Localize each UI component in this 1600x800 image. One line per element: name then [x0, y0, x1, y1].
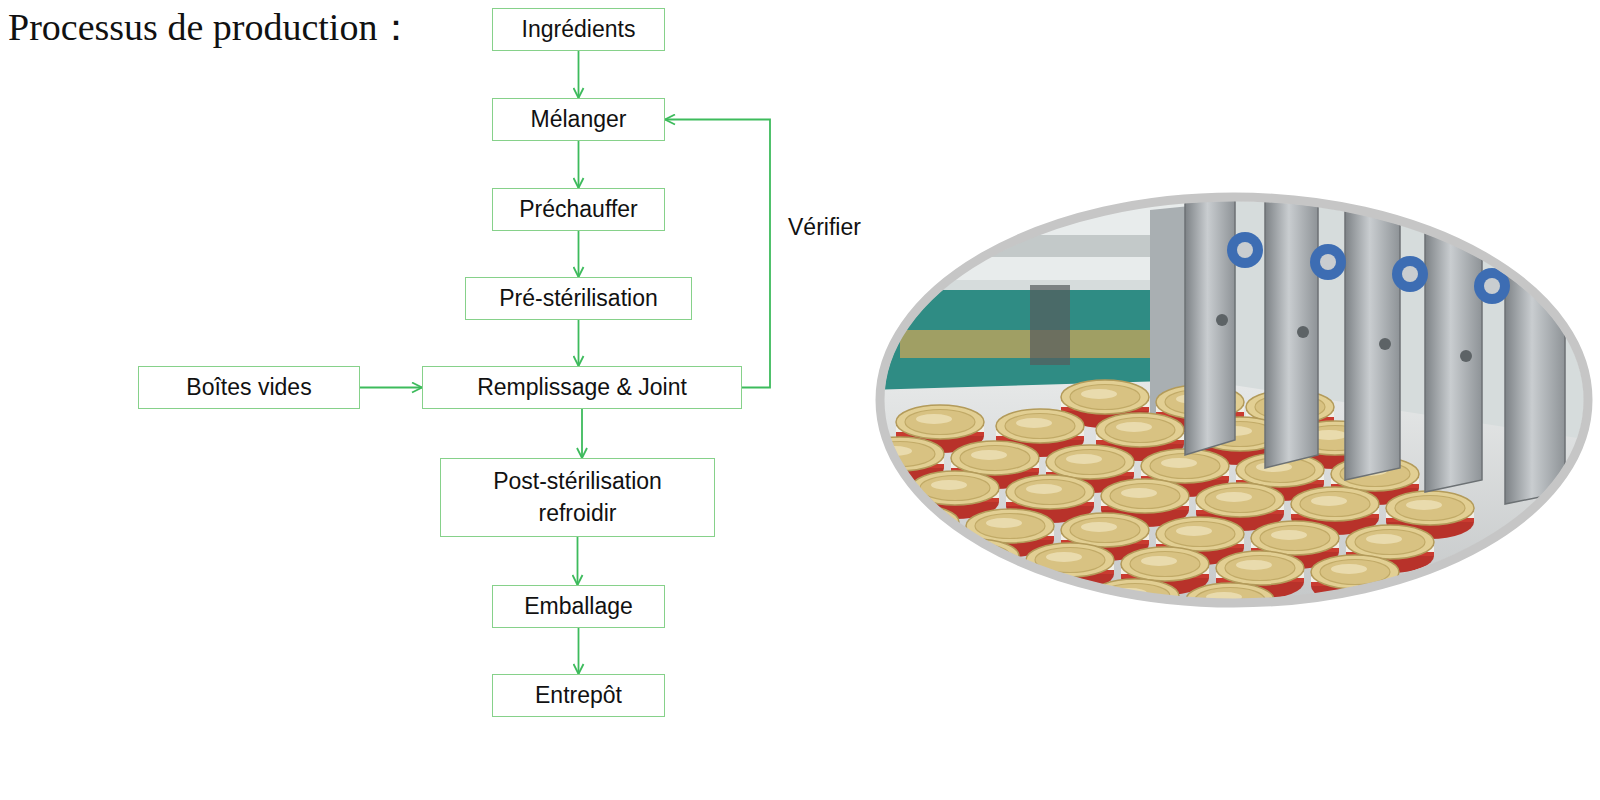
box-label: Mélanger: [531, 104, 627, 135]
process-box: Ingrédients: [492, 8, 665, 51]
box-label: Entrepôt: [535, 680, 622, 711]
flow-arrow: [665, 120, 770, 388]
process-box: Boîtes vides: [138, 366, 360, 409]
box-label: Préchauffer: [519, 194, 637, 225]
process-box: Remplissage & Joint: [422, 366, 742, 409]
process-box: Mélanger: [492, 98, 665, 141]
flow-arrow: [578, 141, 580, 188]
box-label: Emballage: [524, 591, 633, 622]
process-box: Post-stérilisation refroidir: [440, 458, 715, 537]
diagram-title: Processus de production：: [8, 2, 415, 53]
process-box: Emballage: [492, 585, 665, 628]
edge-label: Vérifier: [786, 214, 863, 241]
flow-arrow: [577, 537, 579, 585]
flow-arrow: [578, 231, 580, 277]
box-label: Boîtes vides: [186, 372, 311, 403]
flow-arrow: [360, 387, 422, 389]
box-label: Post-stérilisation refroidir: [454, 466, 701, 528]
box-label: Ingrédients: [522, 14, 636, 45]
flow-arrow: [578, 320, 580, 366]
process-box: Préchauffer: [492, 188, 665, 231]
flow-arrow: [578, 51, 580, 98]
process-box: Entrepôt: [492, 674, 665, 717]
steel-guides: [1185, 187, 1565, 504]
photo-frame: [880, 197, 1588, 603]
box-label: Remplissage & Joint: [477, 372, 687, 403]
photo-content: [856, 187, 1590, 631]
process-box: Pré-stérilisation: [465, 277, 692, 320]
flow-arrow: [581, 409, 583, 458]
box-label: Pré-stérilisation: [499, 283, 658, 314]
flow-arrow: [578, 628, 580, 674]
